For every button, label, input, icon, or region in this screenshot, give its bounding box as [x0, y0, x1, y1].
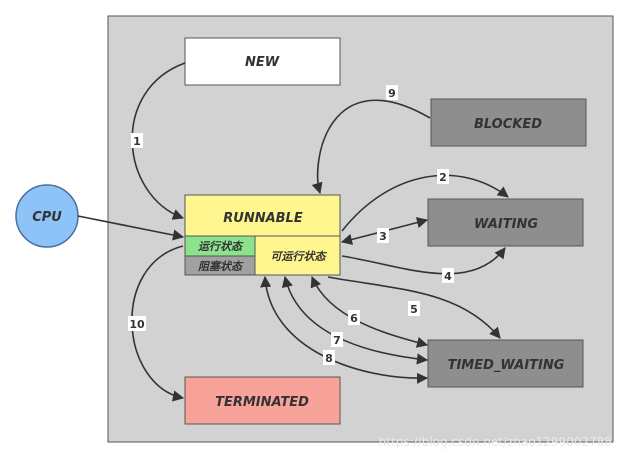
- edge-label-1: 1: [131, 133, 143, 148]
- edge-label-3: 3: [377, 228, 389, 243]
- state-blocked-label: BLOCKED: [474, 117, 542, 132]
- state-waiting-label: WAITING: [474, 217, 538, 232]
- edge-label-7: 7: [331, 332, 343, 347]
- state-waiting: WAITING: [427, 198, 584, 247]
- state-new: NEW: [184, 37, 341, 86]
- edge-label-4: 4: [442, 268, 454, 283]
- edge-4: [341, 247, 506, 275]
- sub-state-running: 运行状态: [198, 240, 244, 253]
- sub-state-ready: 可运行状态: [271, 250, 328, 263]
- svg-text:1: 1: [133, 135, 141, 148]
- edge-label-9: 9: [386, 85, 398, 100]
- svg-text:3: 3: [379, 230, 387, 243]
- state-runnable: RUNNABLE 运行状态 阻塞状态 可运行状态: [184, 194, 341, 276]
- edge-label-8: 8: [323, 350, 335, 365]
- svg-text:8: 8: [325, 352, 333, 365]
- state-timed-waiting-label: TIMED_WAITING: [448, 358, 565, 373]
- watermark: https://blog.csdn.net/zhao1299002788: [379, 435, 612, 449]
- state-terminated-label: TERMINATED: [215, 395, 309, 410]
- svg-text:5: 5: [410, 303, 418, 316]
- edge-label-6: 6: [348, 310, 360, 325]
- edge-2: [341, 174, 509, 232]
- state-new-label: NEW: [245, 55, 280, 70]
- cpu-node: CPU: [15, 184, 79, 248]
- state-timed-waiting: TIMED_WAITING: [427, 339, 584, 388]
- edge-label-2: 2: [437, 169, 449, 184]
- state-runnable-label: RUNNABLE: [223, 211, 303, 226]
- edge-label-5: 5: [408, 301, 420, 316]
- sub-state-blocked: 阻塞状态: [198, 260, 244, 273]
- cpu-label: CPU: [32, 210, 62, 225]
- state-terminated: TERMINATED: [184, 376, 341, 425]
- edge-cpu-runnable: [77, 215, 185, 241]
- state-blocked: BLOCKED: [430, 98, 587, 147]
- svg-text:4: 4: [444, 270, 452, 283]
- svg-text:10: 10: [129, 318, 145, 331]
- svg-text:9: 9: [388, 87, 396, 100]
- svg-text:2: 2: [439, 171, 447, 184]
- edge-label-10: 10: [128, 316, 146, 331]
- svg-text:6: 6: [350, 312, 358, 325]
- edge-9: [311, 99, 431, 195]
- edge-8: [260, 275, 429, 384]
- svg-text:7: 7: [333, 334, 341, 347]
